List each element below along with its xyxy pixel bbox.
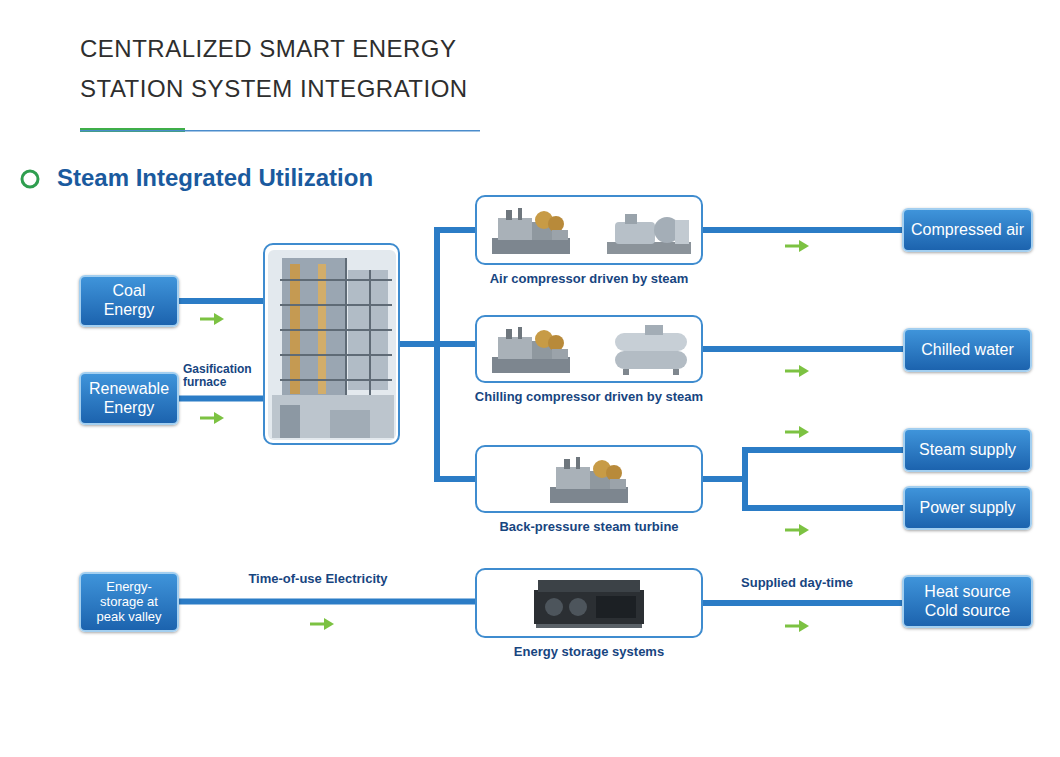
flow-line xyxy=(400,230,475,344)
process-box: Heat source Cold source xyxy=(902,575,1033,628)
box-label: Steam supply xyxy=(919,441,1016,460)
section-heading: Steam Integrated Utilization xyxy=(57,164,373,192)
box-label: Coal Energy xyxy=(87,282,171,320)
picture-box: Chilling compressor driven by steam xyxy=(475,315,703,383)
flow-line xyxy=(703,479,903,508)
picture-box: Back-pressure steam turbine xyxy=(475,445,703,513)
process-box: Compressed air xyxy=(902,208,1033,252)
picture-caption: Air compressor driven by steam xyxy=(490,271,689,286)
steam-turbine-picture xyxy=(492,327,570,373)
process-box: Steam supply xyxy=(903,428,1032,472)
flow-line xyxy=(703,600,902,606)
picture-box: Air compressor driven by steam xyxy=(475,195,703,265)
air-compressor-picture xyxy=(607,214,691,254)
storage-unit-picture xyxy=(534,580,644,628)
title-underline xyxy=(80,130,480,132)
box-label: Power supply xyxy=(919,499,1015,518)
boiler-illustration xyxy=(268,250,396,440)
flow-line xyxy=(400,344,475,479)
flow-line xyxy=(703,227,902,233)
box-label: Chilled water xyxy=(921,341,1013,360)
flow-line xyxy=(179,298,263,304)
flow-line xyxy=(179,396,263,402)
process-box: Energy-storage at peak valley xyxy=(79,572,179,632)
picture-caption: Energy storage systems xyxy=(514,644,664,659)
process-box: Chilled water xyxy=(903,328,1032,372)
page-title: CENTRALIZED SMART ENERGY STATION SYSTEM … xyxy=(80,29,550,109)
box-label: Heat source Cold source xyxy=(910,583,1025,621)
flow-line xyxy=(179,599,475,605)
steam-turbine-picture xyxy=(492,208,570,254)
edge-label: Supplied day-time xyxy=(741,575,853,590)
steam-turbine-picture xyxy=(550,457,628,503)
process-box: Power supply xyxy=(903,486,1032,530)
flow-line xyxy=(703,450,903,479)
process-box: Renewable Energy xyxy=(79,372,179,425)
flow-direction-arrow xyxy=(200,240,809,632)
edge-label: Time-of-use Electricity xyxy=(248,571,387,586)
picture-box: Energy storage systems xyxy=(475,568,703,638)
box-label: Energy-storage at peak valley xyxy=(87,579,171,625)
picture-caption: Back-pressure steam turbine xyxy=(499,519,678,534)
box-label: Renewable Energy xyxy=(87,380,171,418)
picture-caption: Gasification furnace xyxy=(183,363,261,389)
chiller-picture xyxy=(615,325,687,375)
picture-box: Gasification furnace xyxy=(263,243,400,445)
box-label: Compressed air xyxy=(911,221,1024,240)
process-box: Coal Energy xyxy=(79,275,179,327)
flow-line xyxy=(703,346,903,352)
bullet-circle xyxy=(22,171,38,187)
picture-caption: Chilling compressor driven by steam xyxy=(475,389,703,404)
